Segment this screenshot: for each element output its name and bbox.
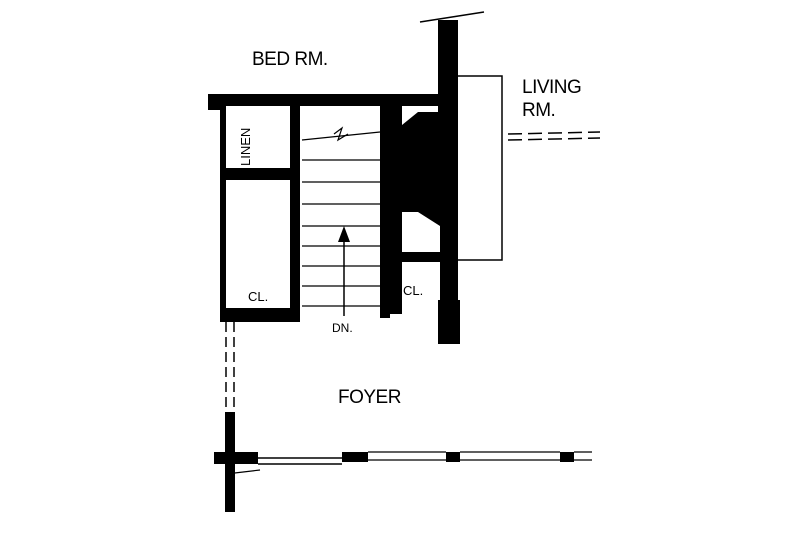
bedroom-label: BED RM. (252, 49, 328, 70)
foyer-label: FOYER (338, 387, 401, 408)
living-room-wall-dashed (507, 131, 601, 141)
linen-closet-label: LINEN (238, 128, 253, 166)
bedroom-wall (208, 94, 440, 106)
staircase (301, 126, 381, 307)
chimney-wall (419, 11, 485, 102)
living-room-label-line2: RM. (522, 100, 555, 121)
stair-direction-arrow (338, 226, 350, 316)
fireplace (402, 75, 503, 344)
stair-down-label: DN. (332, 321, 353, 335)
closet-walls (208, 94, 440, 322)
left-closet-label: CL. (248, 289, 268, 304)
foyer-bottom-wall (214, 451, 592, 475)
right-closet-label: CL. (403, 283, 423, 298)
foyer-left-wall (225, 322, 235, 512)
living-room-label-line1: LIVING (522, 77, 581, 98)
